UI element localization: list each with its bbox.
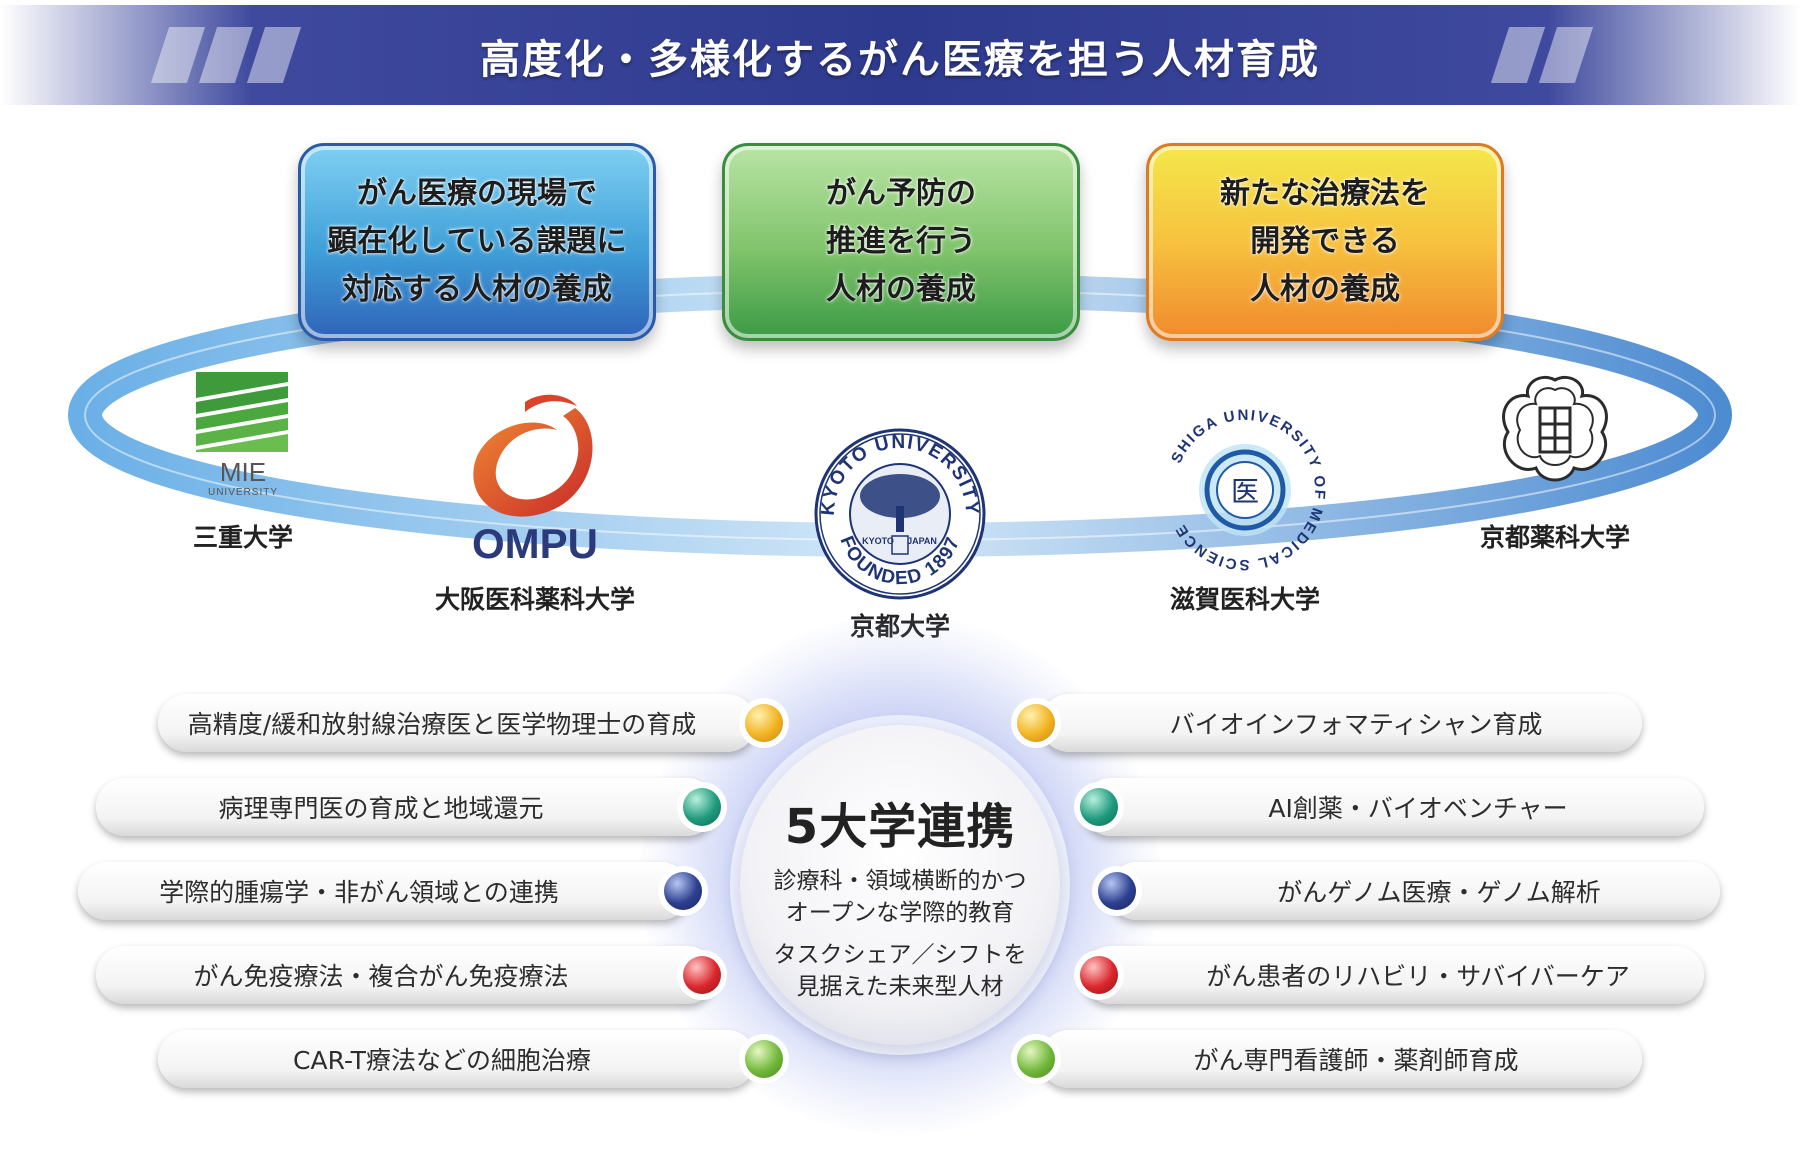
program-item-label: CAR-T療法などの細胞治療 <box>293 1046 591 1075</box>
program-item-label: バイオインフォマティシャン育成 <box>1169 710 1543 739</box>
goal-line: 新たな治療法を <box>1220 176 1430 211</box>
program-item-label: 高精度/緩和放射線治療医と医学物理士の育成 <box>187 710 697 739</box>
goal-box-prevention: がん予防の 推進を行う 人材の養成 <box>722 143 1080 341</box>
mie-university-logo: MIE UNIVERSITY <box>196 372 288 498</box>
orange-dot-icon <box>1017 704 1055 742</box>
program-item-interdisciplinary-oncology: 学際的腫瘍学・非がん領域との連携 <box>78 862 690 920</box>
kyoto-pharmaceutical-logo <box>1502 375 1608 482</box>
orange-dot-icon <box>745 704 783 742</box>
program-item-label: AI創薬・バイオベンチャー <box>1268 794 1568 823</box>
teal-dot-icon <box>1080 788 1118 826</box>
hub-title: 5大学連携 <box>784 799 1016 855</box>
kyoto-seal-country-text: JAPAN <box>907 536 937 546</box>
program-item-label: 学際的腫瘍学・非がん領域との連携 <box>159 878 559 907</box>
program-item-label: がん患者のリハビリ・サバイバーケア <box>1206 962 1630 991</box>
hub-line: オープンな学際的教育 <box>785 900 1015 926</box>
university-name-shiga: 滋賀医科大学 <box>1169 585 1320 614</box>
program-item-cancer-genomics: がんゲノム医療・ゲノム解析 <box>1108 862 1720 920</box>
navy-dot-icon <box>1098 872 1136 910</box>
green-dot-icon <box>1017 1040 1055 1078</box>
goal-line: がん医療の現場で <box>356 176 597 211</box>
green-dot-icon <box>745 1040 783 1078</box>
program-item-nurse-pharmacist: がん専門看護師・薬剤師育成 <box>1040 1030 1642 1088</box>
mie-logo-subtext: UNIVERSITY <box>208 487 278 498</box>
goal-line: 人材の養成 <box>826 272 976 307</box>
five-university-hub: 5大学連携 診療科・領域横断的かつ オープンな学際的教育 タスクシェア／シフトを… <box>740 725 1060 1045</box>
shiga-seal-center-text: 医 <box>1231 475 1259 508</box>
goal-box-new-therapy: 新たな治療法を 開発できる 人材の養成 <box>1146 143 1504 341</box>
program-item-cell-therapy: CAR-T療法などの細胞治療 <box>158 1030 756 1088</box>
program-item-bioinformatics: バイオインフォマティシャン育成 <box>1040 694 1642 752</box>
mie-logo-text: MIE <box>220 457 266 487</box>
goal-line: がん予防の <box>826 176 976 211</box>
university-name-mie: 三重大学 <box>192 523 293 552</box>
program-item-ai-drug-discovery: AI創薬・バイオベンチャー <box>1082 778 1704 836</box>
goal-line: 開発できる <box>1250 224 1400 259</box>
kyoto-university-seal: KYOTO UNIVERSITY FOUNDED 1897 KYOTO JAPA… <box>814 428 986 600</box>
program-item-radiation-therapy: 高精度/緩和放射線治療医と医学物理士の育成 <box>158 694 756 752</box>
goal-line: 対応する人材の養成 <box>341 272 612 307</box>
program-item-immunotherapy: がん免疫療法・複合がん免疫療法 <box>96 946 716 1004</box>
red-dot-icon <box>683 956 721 994</box>
program-item-label: がん免疫療法・複合がん免疫療法 <box>193 962 569 991</box>
navy-dot-icon <box>664 872 702 910</box>
ompu-logo: OMPU <box>472 394 598 565</box>
program-item-pathology: 病理専門医の育成と地域還元 <box>96 778 716 836</box>
shiga-university-seal: SHIGA UNIVERSITY OF MEDICAL SCIENCE 医 <box>1168 407 1326 573</box>
goal-line: 人材の養成 <box>1250 272 1400 307</box>
hub-line: 見据えた未来型人材 <box>796 974 1004 1000</box>
goal-line: 顕在化している課題に <box>327 224 627 259</box>
kyoto-seal-city-text: KYOTO <box>862 536 894 546</box>
red-dot-icon <box>1080 956 1118 994</box>
university-name-kyoto-pharmaceutical: 京都薬科大学 <box>1479 523 1630 552</box>
goal-box-clinical-issues: がん医療の現場で 顕在化している課題に 対応する人材の養成 <box>298 143 656 341</box>
hub-line: タスクシェア／シフトを <box>773 942 1027 968</box>
university-name-ompu: 大阪医科薬科大学 <box>434 585 635 614</box>
program-item-rehabilitation-survivorship: がん患者のリハビリ・サバイバーケア <box>1082 946 1704 1004</box>
goal-line: 推進を行う <box>826 224 976 259</box>
hub-line: 診療科・領域横断的かつ <box>773 868 1027 894</box>
page-title: 高度化・多様化するがん医療を担う人材育成 <box>480 37 1320 83</box>
program-item-label: がんゲノム医療・ゲノム解析 <box>1277 878 1601 907</box>
title-banner: 高度化・多様化するがん医療を担う人材育成 <box>0 5 1800 105</box>
program-item-label: 病理専門医の育成と地域還元 <box>218 794 544 823</box>
teal-dot-icon <box>683 788 721 826</box>
program-item-label: がん専門看護師・薬剤師育成 <box>1193 1046 1519 1075</box>
ompu-logo-text: OMPU <box>472 520 598 565</box>
